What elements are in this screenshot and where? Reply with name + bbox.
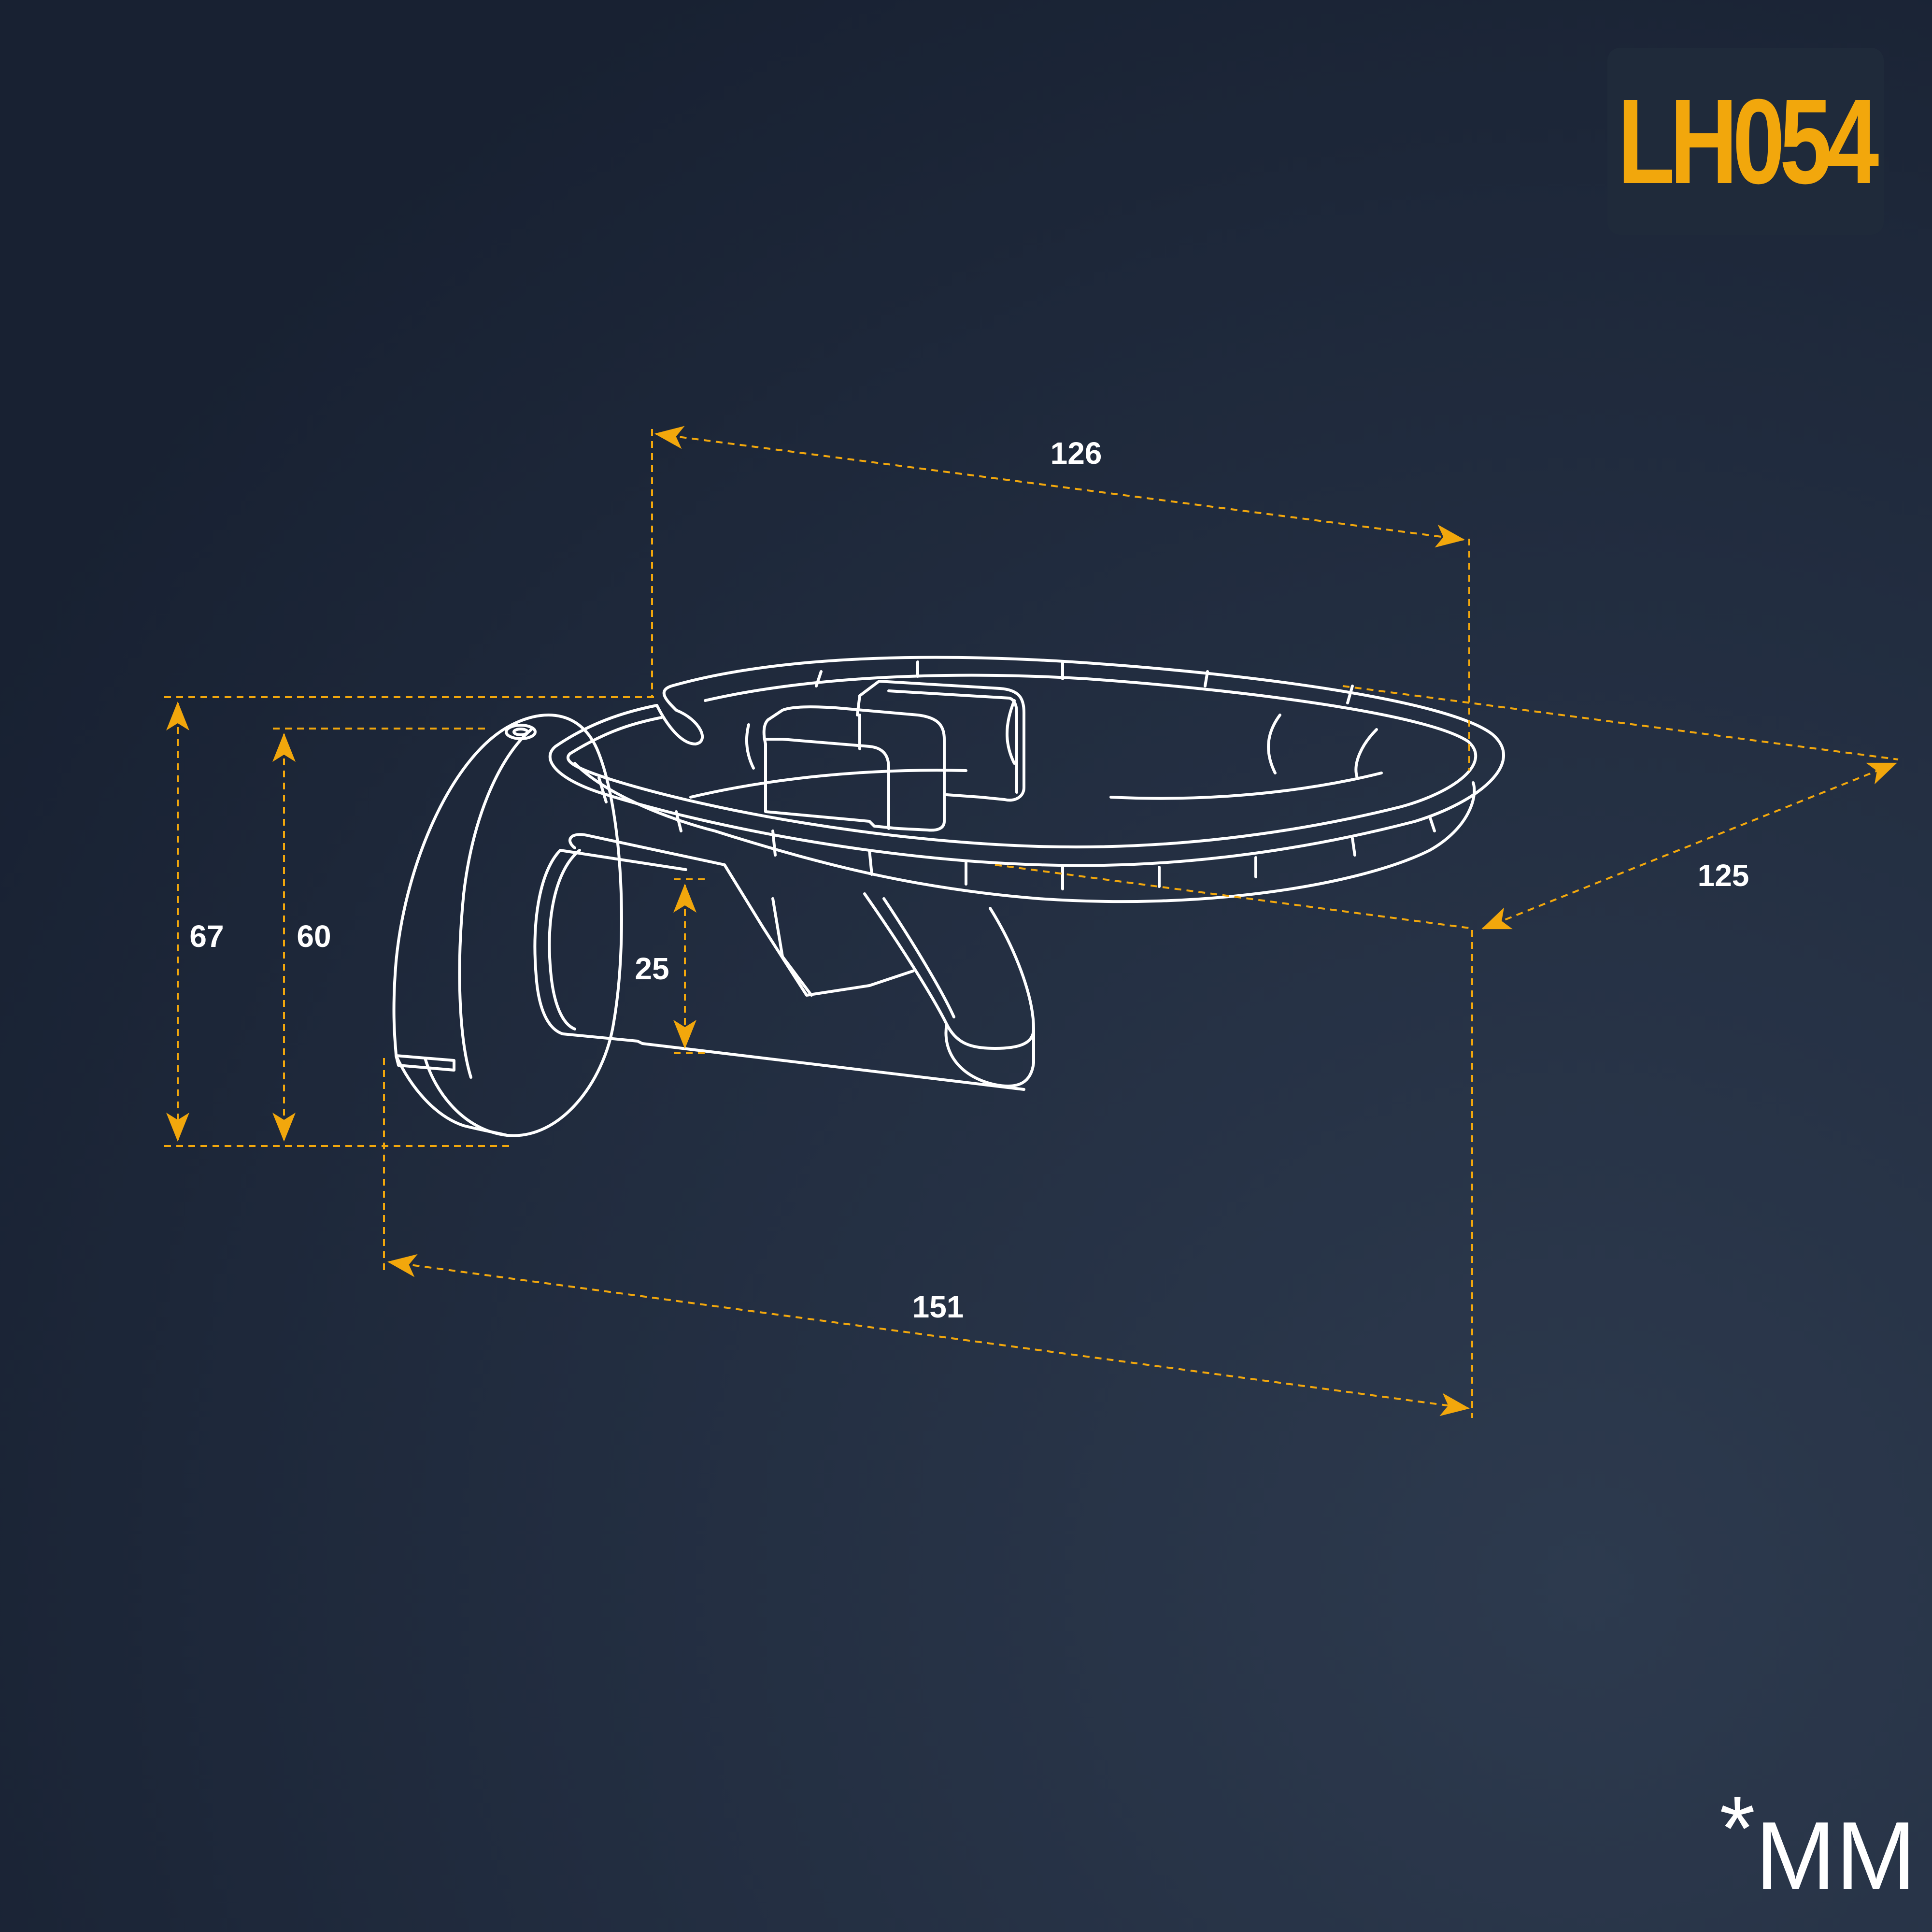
- wall-plate-back-edge: [392, 723, 513, 1057]
- model-code: LH054: [1617, 73, 1879, 209]
- mount-screw-head: [505, 724, 537, 740]
- arm-top-edge: [559, 849, 687, 871]
- tray-segment-lines: [597, 776, 1436, 890]
- label-151: 151: [912, 1289, 964, 1324]
- dimension-lines: [164, 426, 1899, 1418]
- arm-cylinder-end: [533, 849, 564, 1035]
- arm-bottom-edge: [561, 1032, 1025, 1091]
- label-67: 67: [189, 919, 224, 954]
- label-25: 25: [635, 951, 669, 986]
- extension-line-125-top: [1342, 685, 1899, 760]
- wall-plate-front-face: [424, 714, 623, 1137]
- dimension-126: [654, 426, 1465, 548]
- tray-outer-rim: [548, 656, 1505, 867]
- label-60: 60: [297, 919, 331, 954]
- support-loop: [863, 892, 1035, 1050]
- units-asterisk: *: [1719, 1777, 1755, 1880]
- wall-plate-rim: [395, 1054, 509, 1137]
- holder-wireframe: [392, 656, 1505, 1137]
- clamp-block-rear: [858, 680, 1025, 802]
- tray-inner-rim: [566, 673, 1477, 849]
- model-badge: LH054: [1607, 48, 1884, 235]
- extension-line-125-bottom: [994, 864, 1474, 930]
- units-note: *MM: [1719, 1783, 1916, 1904]
- label-125: 125: [1697, 858, 1749, 893]
- units-label: MM: [1755, 1802, 1917, 1910]
- wall-plate-notch: [395, 1054, 455, 1072]
- tray-bowl-bottom: [573, 762, 1476, 903]
- wall-plate-inner-ring: [458, 728, 533, 1079]
- clamp-block-front: [767, 705, 946, 832]
- support-bracket: [723, 863, 914, 997]
- dimension-151: [387, 1254, 1470, 1417]
- dimension-125: [1481, 762, 1897, 930]
- label-126: 126: [1050, 436, 1102, 471]
